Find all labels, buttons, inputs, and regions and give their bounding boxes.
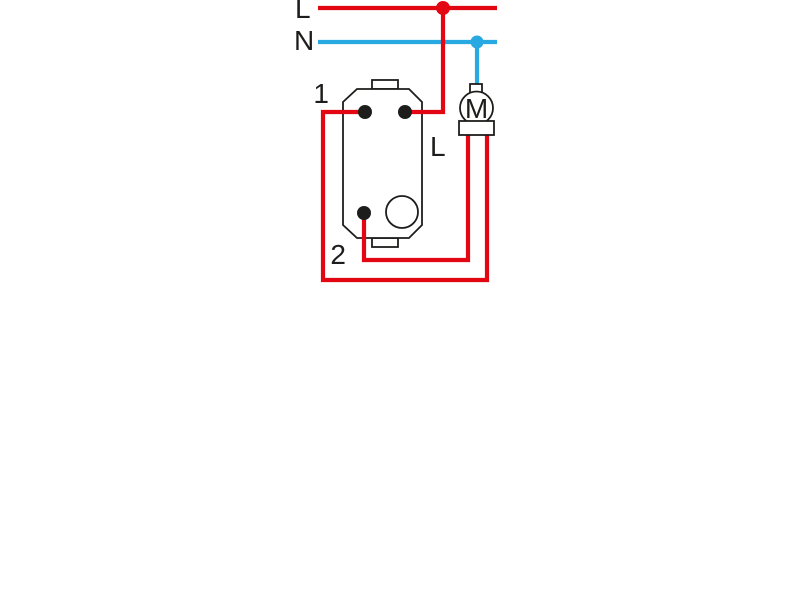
- terminal-2-dot: [357, 206, 371, 220]
- terminal1-to-motor-wire: [320, 109, 490, 283]
- rotary-knob: [385, 195, 419, 229]
- terminal-1-label: 1: [313, 78, 329, 109]
- motor-base-terminal: [458, 120, 495, 136]
- switch-device: [342, 79, 423, 248]
- live-junction-dot: [436, 1, 450, 15]
- live-feed-wire: [405, 8, 446, 115]
- motor-symbol: M: [458, 83, 495, 136]
- terminal-1-dot: [358, 105, 372, 119]
- switch-top-tab: [371, 79, 399, 90]
- live-bus-label: L: [295, 0, 311, 24]
- switch-bottom-tab: [371, 237, 399, 248]
- neutral-bus-label: N: [294, 25, 314, 56]
- neutral-junction-dot: [470, 35, 484, 49]
- motor-label: M: [465, 93, 488, 124]
- terminal-2-label: 2: [330, 239, 346, 270]
- terminal-l-label: L: [430, 131, 446, 162]
- terminal2-to-motor-wire: [361, 135, 471, 263]
- terminal-l-dot: [398, 105, 412, 119]
